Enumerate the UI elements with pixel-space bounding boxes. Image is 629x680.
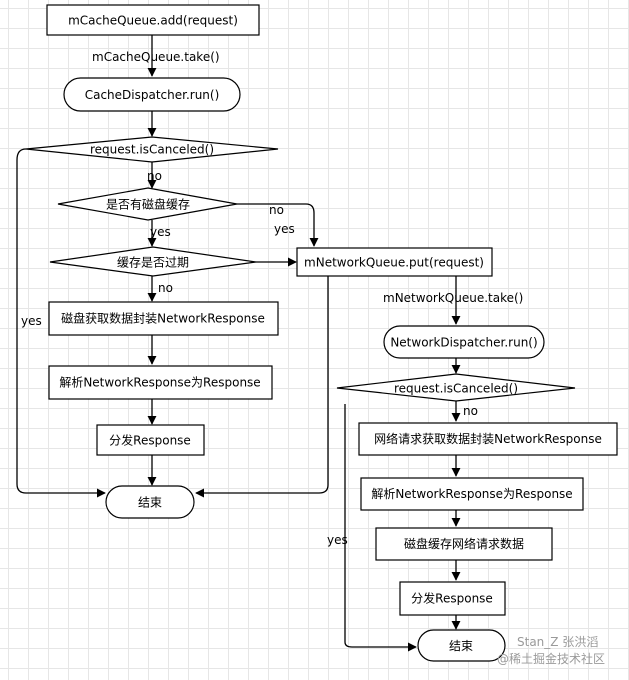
edge-label-cache-take: mCacheQueue.take(): [92, 50, 220, 64]
node-dispatch-right: 分发Response: [399, 581, 506, 616]
svg-text:CacheDispatcher.run(): CacheDispatcher.run(): [85, 88, 220, 102]
svg-text:磁盘获取数据封装NetworkResponse: 磁盘获取数据封装NetworkResponse: [61, 311, 265, 326]
svg-text:解析NetworkResponse为Response: 解析NetworkResponse为Response: [371, 487, 572, 501]
edge-label-has-cache-yes: yes: [150, 225, 171, 239]
node-cache-dispatcher-run: CacheDispatcher.run(): [63, 77, 241, 112]
node-network-queue-put: mNetworkQueue.put(request): [296, 247, 493, 277]
svg-text:request.isCanceled(): request.isCanceled(): [394, 382, 518, 396]
node-network-fetch-wrap: 网络请求获取数据封装NetworkResponse: [358, 422, 618, 456]
svg-text:分发Response: 分发Response: [411, 591, 493, 606]
svg-text:mNetworkQueue.put(request): mNetworkQueue.put(request): [304, 256, 484, 270]
node-disk-fetch-wrap: 磁盘获取数据封装NetworkResponse: [48, 301, 279, 336]
edge-label-network-take: mNetworkQueue.take(): [383, 291, 523, 305]
node-disk-cache-network-data: 磁盘缓存网络请求数据: [375, 527, 553, 561]
svg-text:解析NetworkResponse为Response: 解析NetworkResponse为Response: [59, 376, 260, 390]
edge-label-net-canceled-no: no: [463, 404, 478, 418]
node-end-right: 结束: [417, 629, 506, 662]
edge-label-net-canceled-yes: yes: [327, 533, 348, 547]
svg-text:mCacheQueue.add(request): mCacheQueue.add(request): [68, 14, 238, 28]
node-parse-response-right: 解析NetworkResponse为Response: [360, 477, 584, 511]
svg-text:网络请求获取数据封装NetworkResponse: 网络请求获取数据封装NetworkResponse: [374, 431, 602, 446]
svg-text:request.isCanceled(): request.isCanceled(): [90, 143, 214, 157]
decision-network-is-canceled: request.isCanceled(): [336, 373, 576, 402]
svg-text:是否有磁盘缓存: 是否有磁盘缓存: [106, 197, 190, 212]
edge-label-has-cache-no: no: [269, 203, 284, 217]
svg-text:缓存是否过期: 缓存是否过期: [117, 256, 189, 270]
svg-text:NetworkDispatcher.run(): NetworkDispatcher.run(): [390, 336, 537, 350]
node-end-left: 结束: [105, 485, 195, 519]
svg-text:磁盘缓存网络请求数据: 磁盘缓存网络请求数据: [404, 536, 524, 551]
watermark-site: @稀土掘金技术社区: [497, 651, 605, 666]
node-network-dispatcher-run: NetworkDispatcher.run(): [383, 325, 545, 359]
node-cache-queue-add: mCacheQueue.add(request): [46, 4, 260, 36]
connector-lines: [16, 35, 461, 652]
node-parse-response-left: 解析NetworkResponse为Response: [48, 365, 273, 400]
svg-text:结束: 结束: [449, 639, 473, 653]
edge-label-canceled-no: no: [147, 169, 162, 183]
edge-label-expired-yes: yes: [274, 222, 295, 236]
svg-text:分发Response: 分发Response: [109, 433, 191, 448]
node-dispatch-left: 分发Response: [96, 424, 205, 456]
edge-label-expired-no: no: [158, 281, 173, 295]
svg-text:结束: 结束: [138, 496, 162, 510]
decision-cache-is-canceled: request.isCanceled(): [25, 136, 279, 163]
edge-label-canceled-yes: yes: [21, 314, 42, 328]
decision-cache-expired: 缓存是否过期: [49, 246, 257, 277]
watermark-author: Stan_Z 张洪滔: [517, 635, 598, 649]
decision-has-disk-cache: 是否有磁盘缓存: [57, 187, 238, 221]
